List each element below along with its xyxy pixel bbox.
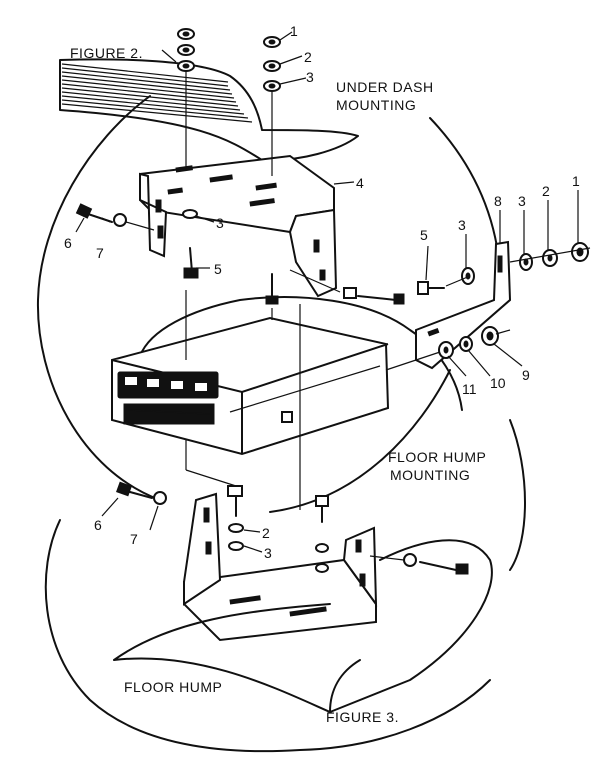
floor-hump-mounting-caption-2: MOUNTING xyxy=(390,467,470,483)
callout-3-floor: 3 xyxy=(264,545,272,561)
callout-2-top: 2 xyxy=(304,49,312,65)
radio-unit xyxy=(111,316,390,456)
figure2-label: FIGURE 2. xyxy=(70,45,143,61)
callout-7-top: 7 xyxy=(96,245,104,261)
top-left-hardware-stack xyxy=(177,28,195,72)
callout-3-mid: 3 xyxy=(216,215,224,231)
callout-6-floor: 6 xyxy=(94,517,102,533)
callout-2-floor: 2 xyxy=(262,525,270,541)
callout-5-side: 5 xyxy=(420,227,428,243)
under-dash-caption-1: UNDER DASH xyxy=(336,79,434,95)
callout-6-top: 6 xyxy=(64,235,72,251)
top-right-hardware-stack xyxy=(263,36,281,92)
callout-4: 4 xyxy=(356,175,364,191)
callout-1-top: 1 xyxy=(290,23,298,39)
figure3-circle-top xyxy=(139,296,463,411)
bolts xyxy=(75,203,589,575)
under-dash-caption-2: MOUNTING xyxy=(336,97,416,113)
floor-hump-mounting-caption-1: FLOOR HUMP xyxy=(388,449,486,465)
callout-7-floor: 7 xyxy=(130,531,138,547)
callout-5-mid: 5 xyxy=(214,261,222,277)
floor-bracket xyxy=(183,492,378,642)
callout-3-side: 3 xyxy=(458,217,466,233)
callout-3-top: 3 xyxy=(306,69,314,85)
figure3-label: FIGURE 3. xyxy=(326,709,399,725)
dashboard-panel xyxy=(59,58,359,162)
floor-hump-caption: FLOOR HUMP xyxy=(124,679,222,695)
callout-3-right: 3 xyxy=(518,193,526,209)
callout-9: 9 xyxy=(522,367,530,383)
callout-1-right: 1 xyxy=(572,173,580,189)
callout-11: 11 xyxy=(462,381,477,397)
floor-hump xyxy=(113,539,493,713)
under-dash-bracket xyxy=(139,154,338,298)
callout-2-right: 2 xyxy=(542,183,550,199)
guide-lines xyxy=(125,70,591,561)
callout-leaders xyxy=(75,31,579,553)
callout-10: 10 xyxy=(490,375,506,391)
side-bracket xyxy=(415,240,512,370)
callout-8: 8 xyxy=(494,193,502,209)
figure3-circle xyxy=(44,419,526,753)
